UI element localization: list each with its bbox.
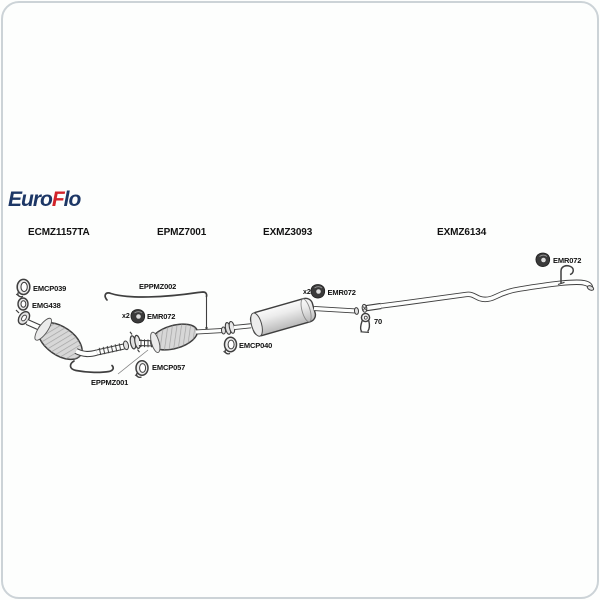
bracket-eppmz002-drawing [104,291,208,330]
exhaust-hanger-icon [359,312,371,334]
callout-emcp040-label: EMCP040 [239,340,273,350]
logo-text-euro: Euro [8,188,53,211]
bracket-eppmz001-drawing [69,349,149,375]
callout-emg438-label: EMG438 [32,300,61,310]
logo-text-lo: lo [63,188,82,211]
rubber-mount-icon [310,283,326,299]
callout-emr072-silencer-label: EMR072 [327,287,356,297]
rubber-mount-icon [130,308,146,324]
clamp-icon [222,336,238,355]
callout-emr072-mid-label: EMR072 [147,312,176,321]
clamp-icon [15,278,31,298]
tail-pipe-drawing [361,264,595,313]
callout-eppmz001-label: EPPMZ001 [91,377,129,387]
rear-catalyst-drawing [129,323,227,353]
centre-silencer-drawing [224,297,360,337]
section-code-tail-pipe: EXMZ6134 [437,227,487,238]
front-catalyst-drawing [15,309,130,361]
logo-text-f: F [51,188,65,211]
callout-emr072-silencer-qty: x2 [303,288,311,296]
callout-emr072-mid-qty: x2 [122,313,130,320]
callout-emcp039-label: EMCP039 [33,284,67,293]
clamp-icon [134,360,149,379]
callout-hanger-70-label: 70 [374,317,383,326]
section-code-centre-silencer: EXMZ3093 [263,227,313,238]
callout-eppmz002-label: EPPMZ002 [139,281,177,291]
section-code-front-catalyst: ECMZ1157TA [28,227,90,238]
rubber-mount-icon [535,252,551,268]
gasket-ring-icon [17,297,29,311]
section-code-rear-catalyst: EPMZ7001 [157,227,207,238]
callout-emr072-tail-label: EMR072 [553,255,582,265]
brand-logo: EuroFlo [8,188,82,212]
callout-emcp057-label: EMCP057 [152,362,186,372]
